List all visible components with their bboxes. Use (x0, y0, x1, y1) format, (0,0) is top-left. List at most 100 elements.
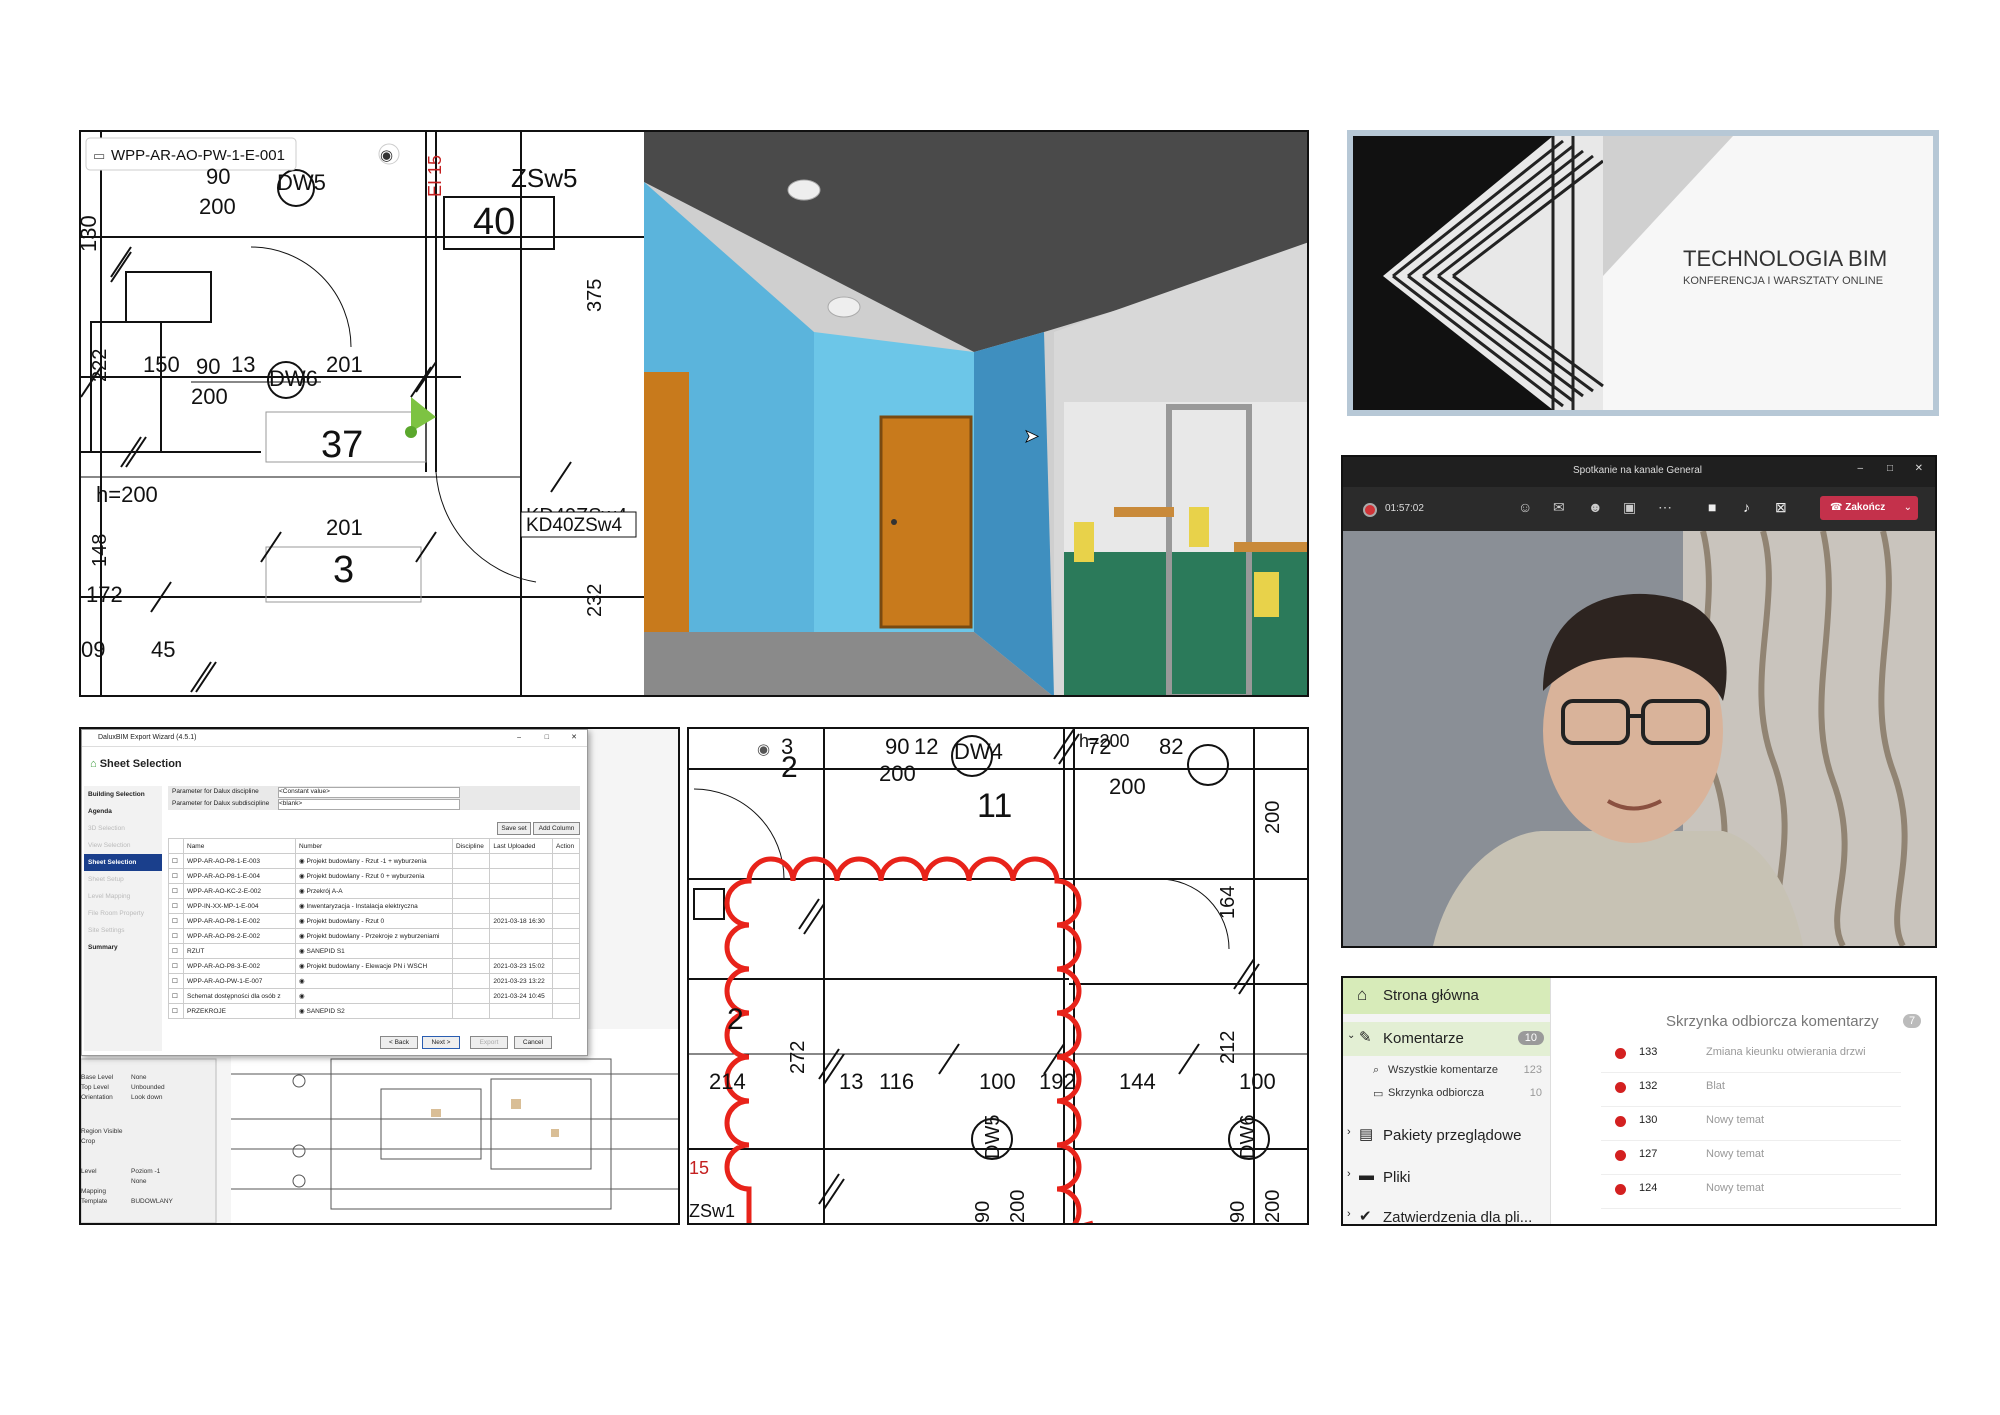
column-header[interactable]: Number (295, 838, 453, 854)
column-header[interactable]: Discipline (451, 838, 491, 854)
column-header[interactable]: Last Uploaded (489, 838, 554, 854)
cancel-button[interactable]: Cancel (514, 1036, 552, 1049)
discipline-cell[interactable] (451, 898, 491, 914)
wizard-step[interactable]: Building Selection (88, 791, 145, 798)
discipline-cell[interactable] (451, 913, 491, 929)
wizard-step-active[interactable]: Sheet Selection (84, 854, 162, 871)
chevron-right-icon[interactable]: › (1347, 1126, 1351, 1138)
action-cell[interactable] (552, 943, 580, 959)
prop-value[interactable]: Look down (131, 1094, 163, 1101)
row-checkbox[interactable]: ☐ (168, 943, 184, 959)
maximize-icon[interactable]: □ (544, 734, 549, 741)
table-row[interactable]: ☐WPP-AR-AO-P8-1-E-002◉ Projekt budowlany… (168, 913, 580, 929)
rooms-icon[interactable]: ▣ (1623, 499, 1637, 515)
discipline-cell[interactable] (451, 943, 491, 959)
end-call-button[interactable]: ☎ Zakończ ⌄ (1820, 496, 1918, 520)
row-checkbox[interactable]: ☐ (168, 988, 184, 1004)
action-cell[interactable] (552, 988, 580, 1004)
discipline-cell[interactable] (451, 988, 491, 1004)
row-checkbox[interactable]: ☐ (168, 958, 184, 974)
eye-icon[interactable]: ◉ (299, 1008, 307, 1015)
eye-icon[interactable]: ◉ (299, 918, 307, 925)
table-row[interactable]: ☐WPP-AR-AO-KC-2-E-002◉ Przekrój A-A (168, 883, 580, 899)
minimize-icon[interactable]: – (1857, 463, 1863, 474)
chevron-right-icon[interactable]: › (1347, 1168, 1351, 1180)
row-checkbox[interactable]: ☐ (168, 868, 184, 884)
maximize-icon[interactable]: □ (1886, 463, 1893, 474)
prop-value[interactable]: Unbounded (131, 1084, 165, 1091)
table-row[interactable]: ☐Schemat dostępności dla osób z◉ 2021-03… (168, 988, 580, 1004)
discipline-cell[interactable] (451, 1003, 491, 1019)
sidebar-item-comments[interactable]: ⌄ ✎ Komentarze 10 (1343, 1022, 1550, 1056)
param-select[interactable]: <Constant value> (278, 787, 460, 798)
participants-icon[interactable]: ☺ (1518, 499, 1533, 515)
column-header[interactable]: Name (183, 838, 296, 854)
eye-icon[interactable]: ◉ (299, 858, 307, 865)
row-checkbox[interactable]: ☐ (168, 973, 184, 989)
3d-view[interactable]: ➤ (644, 132, 1309, 697)
close-icon[interactable]: ✕ (1914, 463, 1923, 474)
wizard-step[interactable]: Agenda (88, 808, 112, 815)
action-cell[interactable] (552, 883, 580, 899)
prop-value[interactable]: Poziom -1 (131, 1168, 161, 1175)
discipline-cell[interactable] (451, 958, 491, 974)
action-cell[interactable] (552, 928, 580, 944)
inbox-link[interactable]: Skrzynka odbiorcza (1388, 1087, 1484, 1099)
discipline-cell[interactable] (451, 928, 491, 944)
eye-icon[interactable]: ◉ (299, 933, 307, 940)
action-cell[interactable] (552, 973, 580, 989)
table-row[interactable]: ☐WPP-AR-AO-P8-1-E-004◉ Projekt budowlany… (168, 868, 580, 884)
table-row[interactable]: ☐WPP-AR-AO-P8-1-E-003◉ Projekt budowlany… (168, 853, 580, 869)
prop-value[interactable]: None (131, 1074, 147, 1081)
next-button[interactable]: Next > (422, 1036, 460, 1049)
eye-icon[interactable]: ◉ (299, 873, 307, 880)
chevron-down-icon[interactable]: ⌄ (1347, 1030, 1356, 1041)
eye-icon[interactable]: ◉ (299, 903, 307, 910)
eye-icon[interactable]: ◉ (299, 978, 305, 985)
table-row[interactable]: ☐PRZEKROJE◉ SANEPID S2 (168, 1003, 580, 1019)
visibility-eye-icon[interactable]: ◉ (757, 741, 770, 758)
table-row[interactable]: ☐WPP-IN-XX-MP-1-E-004◉ Inwentaryzacja - … (168, 898, 580, 914)
param-select[interactable]: <blank> (278, 799, 460, 810)
reactions-icon[interactable]: ☻ (1588, 499, 1603, 515)
chat-icon[interactable]: ✉ (1553, 499, 1565, 515)
floor-plan-markup[interactable]: ◉ 3 2 90 12 200 DW4 11 72 82 200 214 13 … (689, 729, 1307, 1223)
table-row[interactable]: ☐WPP-AR-AO-PW-1-E-007◉ 2021-03-23 13:22 (168, 973, 580, 989)
visibility-eye-icon[interactable]: ◉ (380, 147, 393, 164)
add-column-button[interactable]: Add Column (533, 822, 580, 835)
minimize-icon[interactable]: – (517, 734, 521, 741)
camera-icon[interactable]: ■ (1708, 499, 1717, 515)
floor-plan-2d[interactable]: ▭ WPP-AR-AO-PW-1-E-001 ◉ 130 90 200 DW5 … (81, 132, 646, 697)
action-cell[interactable] (552, 853, 580, 869)
wizard-step[interactable]: File Room Property (88, 910, 144, 917)
action-cell[interactable] (552, 898, 580, 914)
discipline-cell[interactable] (451, 973, 491, 989)
action-cell[interactable] (552, 868, 580, 884)
discipline-cell[interactable] (451, 853, 491, 869)
wizard-step[interactable]: 3D Selection (88, 825, 125, 832)
prop-value[interactable]: BUDOWLANY (131, 1198, 173, 1205)
wizard-step[interactable]: Site Settings (88, 927, 125, 934)
save-set-button[interactable]: Save set (497, 822, 531, 835)
action-cell[interactable] (552, 958, 580, 974)
prop-value[interactable]: None (131, 1178, 147, 1185)
wizard-step[interactable]: Sheet Setup (88, 876, 124, 883)
sidebar-item-home[interactable]: ⌂ Strona główna (1343, 978, 1550, 1014)
discipline-cell[interactable] (451, 868, 491, 884)
eye-icon[interactable]: ◉ (299, 963, 307, 970)
revision-cloud[interactable] (724, 856, 1093, 1223)
sidebar-item-review-packages[interactable]: › ▤ Pakiety przeglądowe (1343, 1118, 1550, 1152)
chevron-down-icon[interactable]: ⌄ (1903, 502, 1912, 513)
sidebar-item-files[interactable]: › ▬ Pliki (1343, 1160, 1550, 1194)
share-icon[interactable]: ⊠ (1775, 499, 1787, 515)
row-checkbox[interactable]: ☐ (168, 1003, 184, 1019)
discipline-cell[interactable] (451, 883, 491, 899)
sidebar-item-approvals[interactable]: › ✔ Zatwierdzenia dla pli... (1343, 1200, 1550, 1224)
table-row[interactable]: ☐WPP-AR-AO-P8-3-E-002◉ Projekt budowlany… (168, 958, 580, 974)
microphone-icon[interactable]: ♪ (1743, 499, 1750, 515)
